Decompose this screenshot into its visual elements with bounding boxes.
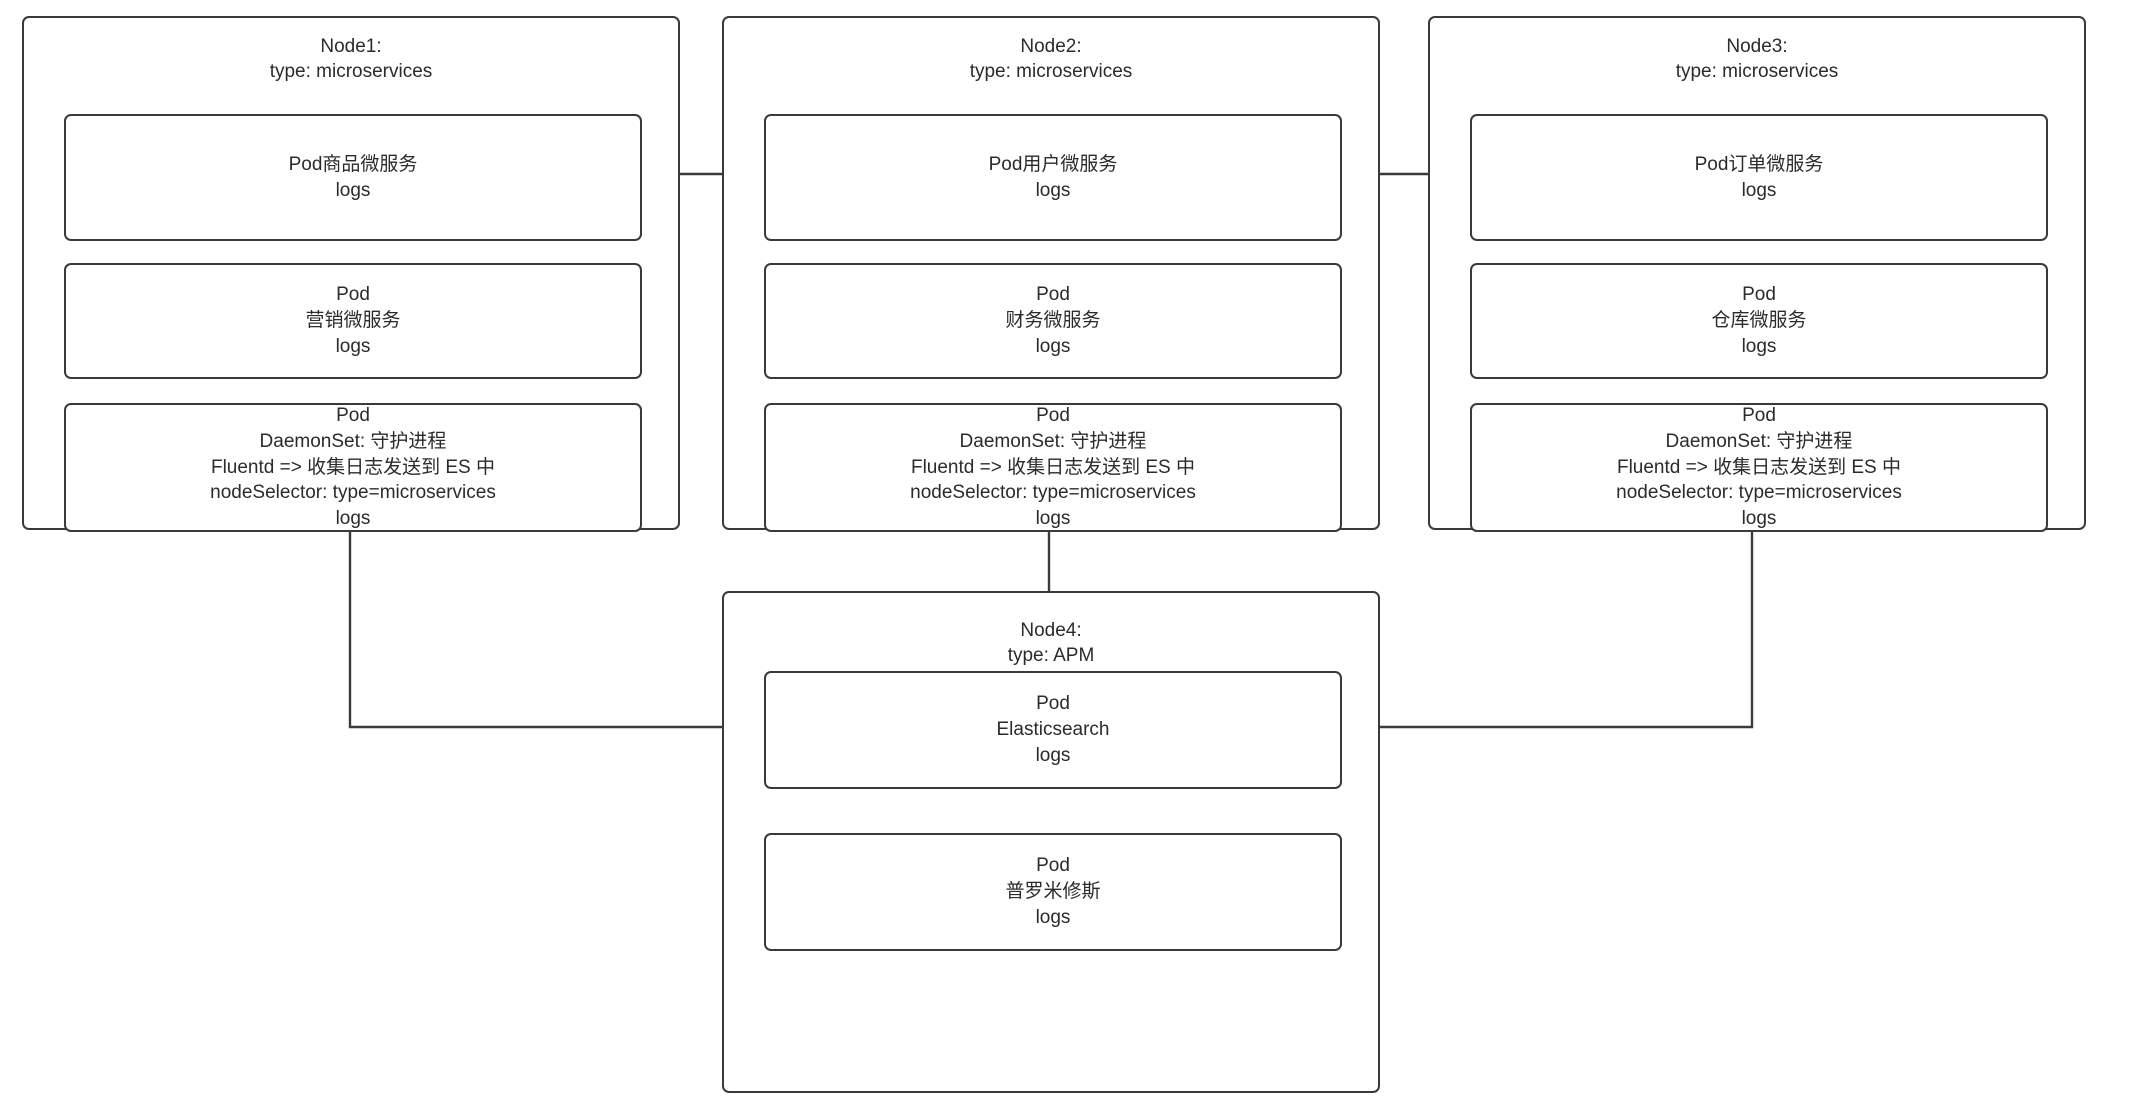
pod-node2-user[interactable]: Pod用户微服务 logs: [764, 114, 1342, 241]
pod-node1-marketing-label: Pod 营销微服务 logs: [305, 284, 401, 357]
node-container-node4[interactable]: Node4: type: APM Pod Elasticsearch logs …: [722, 591, 1380, 1093]
edge-node1-daemonset-to-elasticsearch: [348, 530, 757, 736]
pod-node1-product[interactable]: Pod商品微服务 logs: [64, 114, 642, 241]
pod-node2-user-label: Pod用户微服务 logs: [988, 153, 1118, 201]
node-container-node2[interactable]: Node2: type: microservices Pod用户微服务 logs…: [722, 16, 1380, 532]
pod-node4-elasticsearch[interactable]: Pod Elasticsearch logs: [764, 671, 1342, 789]
pod-node1-product-label: Pod商品微服务 logs: [288, 153, 418, 201]
pod-node3-warehouse[interactable]: Pod 仓库微服务 logs: [1470, 263, 2048, 379]
node2-title: Node2: type: microservices: [969, 36, 1133, 83]
pod-node3-order[interactable]: Pod订单微服务 logs: [1470, 114, 2048, 241]
node4-title: Node4: type: APM: [1007, 620, 1095, 667]
pod-node1-daemonset[interactable]: Pod DaemonSet: 守护进程 Fluentd => 收集日志发送到 E…: [64, 403, 642, 532]
pod-node4-prometheus-label: Pod 普罗米修斯 logs: [1005, 855, 1101, 928]
pod-node3-order-label: Pod订单微服务 logs: [1694, 153, 1824, 201]
pod-node2-daemonset[interactable]: Pod DaemonSet: 守护进程 Fluentd => 收集日志发送到 E…: [764, 403, 1342, 532]
pod-node1-daemonset-label: Pod DaemonSet: 守护进程 Fluentd => 收集日志发送到 E…: [210, 404, 496, 530]
node-container-node3[interactable]: Node3: type: microservices Pod订单微服务 logs…: [1428, 16, 2086, 532]
pod-node3-daemonset-label: Pod DaemonSet: 守护进程 Fluentd => 收集日志发送到 E…: [1616, 404, 1902, 530]
edge-node3-daemonset-to-elasticsearch: [1335, 530, 1754, 736]
node1-title: Node1: type: microservices: [269, 36, 433, 83]
pod-node3-warehouse-label: Pod 仓库微服务 logs: [1711, 284, 1807, 357]
pod-node4-prometheus[interactable]: Pod 普罗米修斯 logs: [764, 833, 1342, 951]
node3-title: Node3: type: microservices: [1675, 36, 1839, 83]
pod-node1-marketing[interactable]: Pod 营销微服务 logs: [64, 263, 642, 379]
pod-node4-elasticsearch-label: Pod Elasticsearch logs: [996, 693, 1110, 766]
pod-node2-daemonset-label: Pod DaemonSet: 守护进程 Fluentd => 收集日志发送到 E…: [910, 404, 1196, 530]
pod-node2-finance-label: Pod 财务微服务 logs: [1005, 284, 1101, 357]
pod-node3-daemonset[interactable]: Pod DaemonSet: 守护进程 Fluentd => 收集日志发送到 E…: [1470, 403, 2048, 532]
pod-node2-finance[interactable]: Pod 财务微服务 logs: [764, 263, 1342, 379]
node-container-node1[interactable]: Node1: type: microservices Pod商品微服务 logs…: [22, 16, 680, 532]
